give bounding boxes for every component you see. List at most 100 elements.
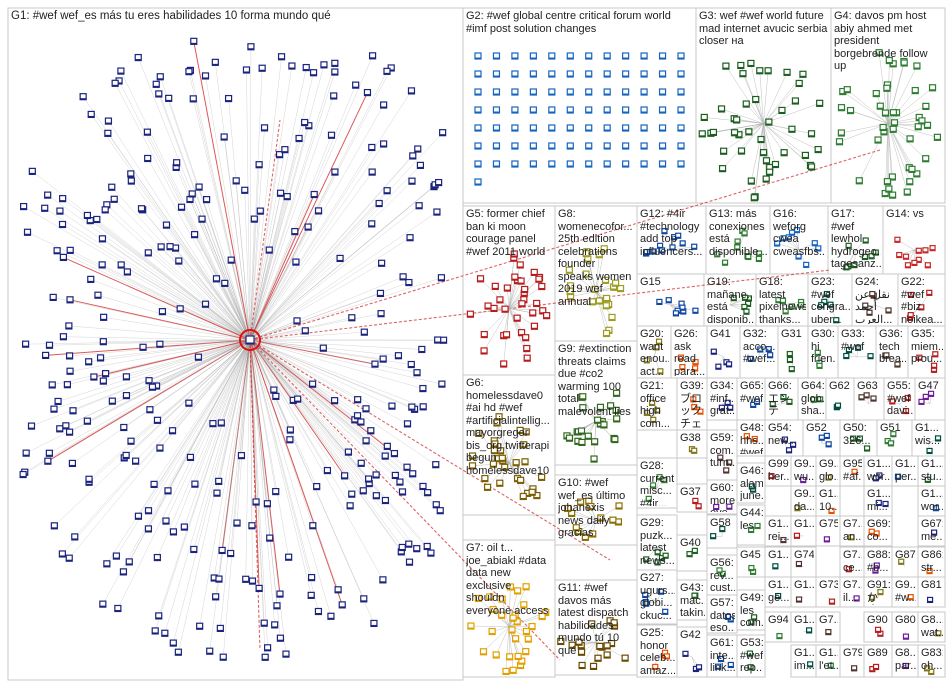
g1-node-bar [384,447,391,450]
g4-node-bar [886,62,893,64]
g50-node-bar [857,439,863,442]
g8-node-bar [566,271,573,274]
g3-node[interactable] [722,62,730,70]
group-label-g59: G59: com... turn... [710,432,735,469]
g6-node-bar [499,462,506,465]
edge [763,123,785,153]
g17-node-bar [851,266,857,268]
g31-node-bar [787,355,793,357]
hub-highlight[interactable] [239,329,261,351]
g3-node-bar [756,72,763,74]
g61-node-bar [728,665,734,668]
edge [91,114,251,341]
g14-node-bar [905,266,911,268]
g1-node-bar [247,48,254,50]
edge [759,70,764,124]
g1-node-bar [163,522,170,525]
g54-node-bar [790,445,796,448]
g43-node-bar [692,596,698,599]
g5-node-bar [535,280,542,283]
g21-node-bar [644,413,650,416]
g1-node-bar [405,545,412,548]
g13-node[interactable] [745,253,752,261]
edge [123,339,251,572]
group-label-g90: G90 [867,614,888,626]
g25-node-bar [652,667,658,670]
g7-node-bar [525,640,532,643]
g1-node-bar [126,563,133,565]
g1-node-bar [368,225,375,227]
group-label-g50: G50: 326... [843,422,871,447]
group-label-g10: G10: #wef wef_es último johanexis news d… [558,477,626,539]
g33-node-bar [846,351,852,353]
edge [162,311,251,341]
edge [249,339,410,563]
edge [172,339,251,431]
g1-node-bar [337,259,344,262]
edge [74,339,251,538]
edge [249,339,442,385]
g1-node-bar [271,626,278,628]
g4-node-bar [890,65,897,67]
g22-node-bar [908,295,914,298]
g10-node-bar [575,533,582,535]
g2-node-bar [530,111,537,113]
g1-node-bar [345,453,352,456]
g1-node-bar [438,279,445,281]
edge [249,155,413,341]
g6-node-bar [475,434,482,437]
g2-node-bar [659,111,666,113]
group-label-g26: G26: ask read para... [674,328,705,376]
g1-node-bar [264,505,271,507]
g26-node-bar [678,358,684,361]
g9-node-bar [578,432,585,435]
g45-node-bar [748,569,754,571]
group-label-g44: G44: les [740,507,763,532]
g2-node-bar [604,147,611,149]
g2-node-bar [530,75,537,77]
g1-node-bar [114,609,121,612]
g5-node-bar [467,315,474,318]
g1-node-bar [54,252,61,254]
g1-node-bar [400,278,407,280]
group-box-g10 [554,474,638,546]
g6-node-bar [517,481,524,484]
g1-node-bar [287,431,294,434]
g3-node-bar [763,162,770,164]
g6-node-bar [524,494,531,497]
group-label-g1h: G1... [794,579,814,591]
group-label-g69: G69: co... [867,518,890,543]
g10-node-bar [564,509,571,512]
g51-node-bar [885,442,891,444]
edge [47,194,251,341]
group-label-g54: G54: new... [768,422,797,447]
group-label-g56: G56: rev... cust... [710,557,735,593]
g1-node[interactable] [331,59,339,67]
g1-node-bar [272,397,279,400]
g5-node-bar [538,288,545,290]
g1-node-bar [46,454,53,457]
g1-node-bar [158,248,165,250]
group-label-g1a: G1... 10... [819,488,838,513]
group-label-g62: G62 [829,380,850,392]
g4-node-bar [908,170,915,173]
edge [887,87,933,124]
g1-node-bar [70,412,77,414]
g1-node-bar [392,476,399,479]
g14-node-bar [916,251,922,254]
edge [126,339,251,396]
g1-node-bar [221,284,228,287]
g10-node[interactable] [568,509,576,517]
g1-node-bar [348,319,355,321]
g1-node-bar [327,617,334,620]
g1-node-bar [219,551,226,554]
edge [887,123,910,182]
edge [249,211,261,341]
g1-node-bar [66,559,73,562]
g3-node[interactable] [737,61,745,70]
g1-node-bar [433,213,440,216]
g29-node-bar [655,563,661,565]
g3-node-bar [784,73,791,76]
g5-node-bar [514,319,521,322]
g3-node-bar [778,111,785,114]
